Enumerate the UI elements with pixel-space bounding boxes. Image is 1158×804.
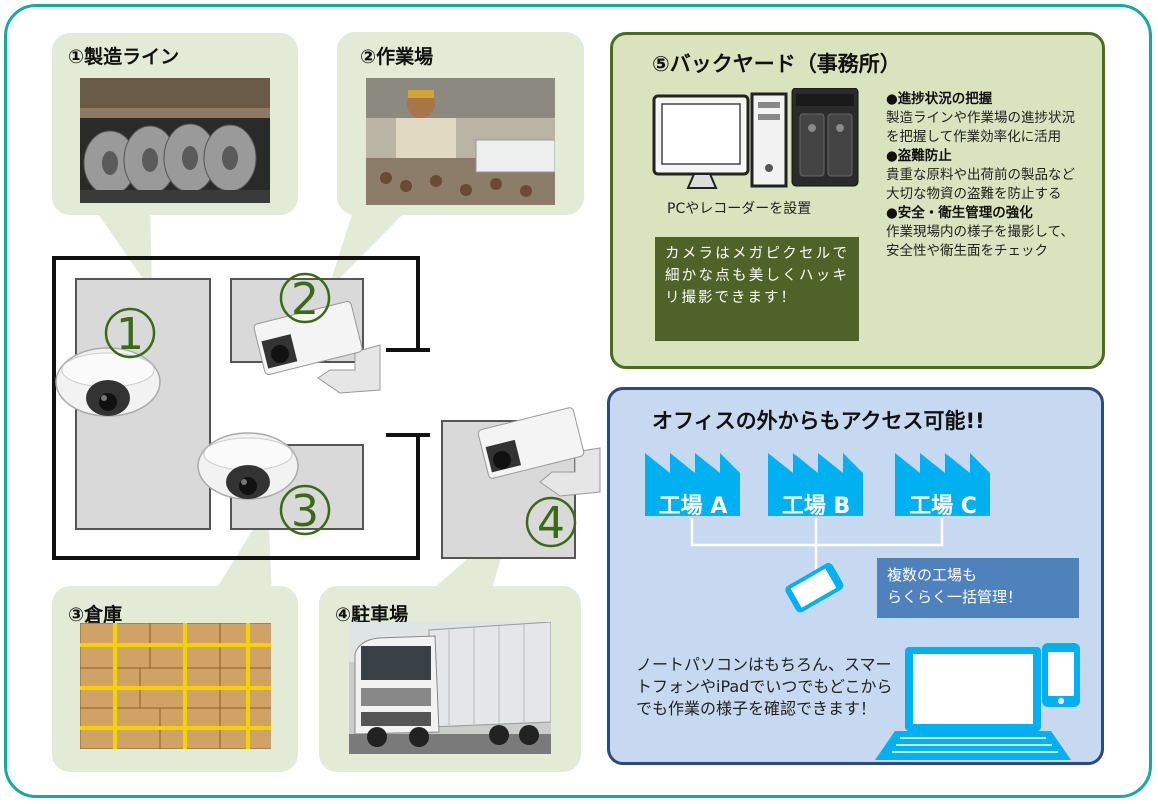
feature-3-body: 作業現場内の様子を撮影して、安全性や衛生面をチェック bbox=[886, 224, 1074, 259]
backyard-title: ⑤バックヤード（事務所） bbox=[652, 52, 901, 76]
photo-parking bbox=[349, 622, 551, 754]
remote-access-title: オフィスの外からもアクセス可能!! bbox=[652, 409, 985, 433]
callout-1-title: ①製造ライン bbox=[68, 46, 180, 68]
zone-4-circle bbox=[525, 496, 577, 548]
access-note: ノートパソコンはもちろん、スマートフォンやiPadでいつでもどこからでも作業の様… bbox=[636, 655, 893, 718]
factory-c-label: 工場 C bbox=[909, 494, 977, 519]
factory-a-label: 工場 A bbox=[658, 494, 728, 519]
callout-4-title: ④駐車場 bbox=[335, 604, 409, 626]
remote-network-layer bbox=[645, 453, 1080, 760]
connection-lines bbox=[690, 518, 944, 570]
zone-4-number: 4 bbox=[537, 498, 565, 549]
multi-factory-note-line1: 複数の工場も bbox=[887, 566, 978, 584]
photo-workshop bbox=[366, 78, 555, 205]
callout-3-title: ③倉庫 bbox=[68, 604, 123, 626]
callout-2-title: ②作業場 bbox=[360, 46, 434, 68]
pc-caption: PCやレコーダーを設置 bbox=[667, 201, 812, 217]
multi-factory-note-line2: らくらく一括管理！ bbox=[887, 588, 1023, 606]
callout-2-tail bbox=[328, 205, 412, 290]
tablet-icon bbox=[1042, 643, 1080, 707]
megapixel-note: カメラはメガピクセルで細かな点も美しくハッキリ撮影できます！ bbox=[655, 237, 859, 341]
factory-c-icon bbox=[895, 453, 990, 516]
zone-3-circle bbox=[279, 484, 331, 536]
factory-b-label: 工場 B bbox=[781, 494, 851, 519]
building-wall bbox=[52, 256, 420, 560]
zone-3-number: 3 bbox=[291, 486, 319, 537]
callout-1-tail bbox=[92, 205, 152, 292]
photo-production-line bbox=[80, 78, 270, 203]
smartphone-icon bbox=[785, 563, 844, 613]
multi-factory-note: 複数の工場も らくらく一括管理！ bbox=[877, 558, 1079, 618]
feature-2-head: ●盗難防止 bbox=[886, 148, 952, 164]
dome-camera-3-icon bbox=[197, 432, 299, 500]
pc-recorder-icon bbox=[652, 88, 859, 189]
feature-list: ●進捗状況の把握 製造ラインや作業場の進捗状況を把握して作業効率化に活用 ●盗難… bbox=[886, 90, 1086, 261]
dome-camera-1-icon bbox=[55, 347, 161, 417]
feature-3-head: ●安全・衛生管理の強化 bbox=[886, 205, 1033, 221]
feature-2-body: 貴重な原料や出荷前の製品など大切な物資の盗難を防止する bbox=[886, 167, 1075, 202]
feature-1-head: ●進捗状況の把握 bbox=[886, 91, 993, 107]
zone-2-number: 2 bbox=[291, 274, 319, 325]
factory-a-icon bbox=[645, 453, 740, 516]
zone-1-circle bbox=[104, 307, 156, 359]
zone-2-circle bbox=[279, 272, 331, 324]
box-camera-2-icon bbox=[253, 301, 381, 394]
photo-warehouse bbox=[80, 623, 271, 749]
factory-b-icon bbox=[768, 453, 863, 516]
feature-1-body: 製造ラインや作業場の進捗状況を把握して作業効率化に活用 bbox=[886, 110, 1075, 145]
box-camera-4-icon bbox=[477, 407, 601, 497]
laptop-icon bbox=[875, 647, 1071, 760]
zone-1-number: 1 bbox=[116, 309, 144, 360]
